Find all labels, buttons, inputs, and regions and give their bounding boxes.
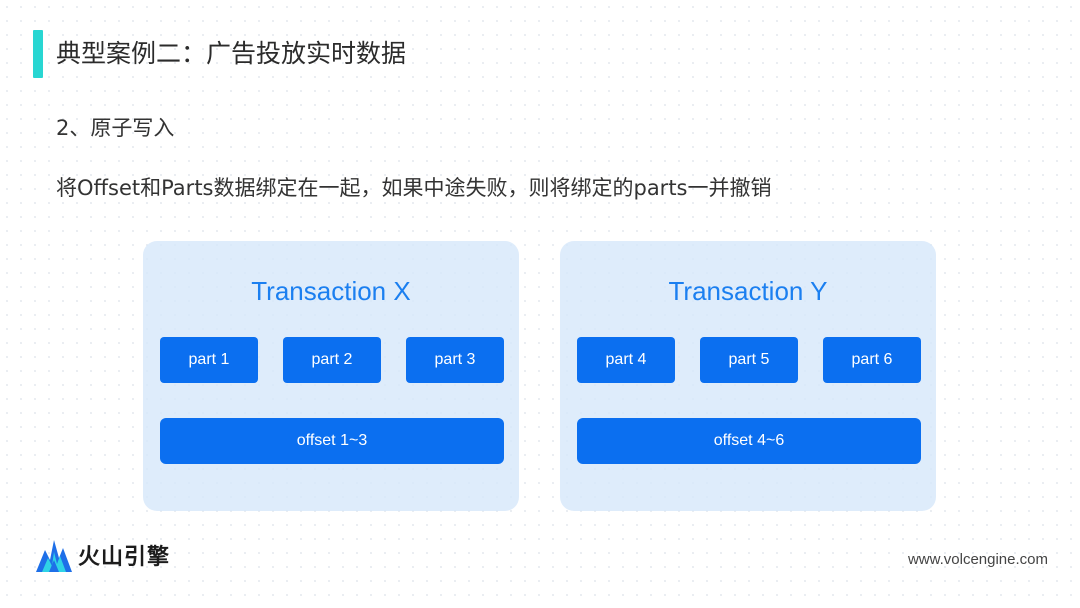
part-block-6: part 6 (823, 337, 921, 383)
slide-title: 典型案例二：广告投放实时数据 (56, 39, 407, 68)
part-block-2: part 2 (283, 337, 381, 383)
part-block-4: part 4 (577, 337, 675, 383)
transaction-y-title: Transaction Y (668, 276, 828, 306)
part-block-5: part 5 (700, 337, 798, 383)
description-text: 将Offset和Parts数据绑定在一起，如果中途失败，则将绑定的parts一并… (56, 176, 772, 200)
offset-block-y: offset 4~6 (577, 418, 921, 464)
part-block-1: part 1 (160, 337, 258, 383)
website-url: www.volcengine.com (907, 551, 1048, 568)
transaction-y-container: Transaction Y part 4 part 5 part 6 offse… (560, 241, 936, 511)
offset-block-x: offset 1~3 (160, 418, 504, 464)
brand-logo: 火山引擎 (36, 538, 170, 572)
transaction-x-container: Transaction X part 1 part 2 part 3 offse… (143, 241, 519, 511)
title-accent-bar (33, 30, 43, 78)
transaction-x-title: Transaction X (251, 276, 411, 306)
section-subtitle: 2、原子写入 (56, 116, 175, 140)
brand-name: 火山引擎 (78, 545, 171, 570)
volcano-mountain-icon (36, 540, 72, 572)
part-block-3: part 3 (406, 337, 504, 383)
